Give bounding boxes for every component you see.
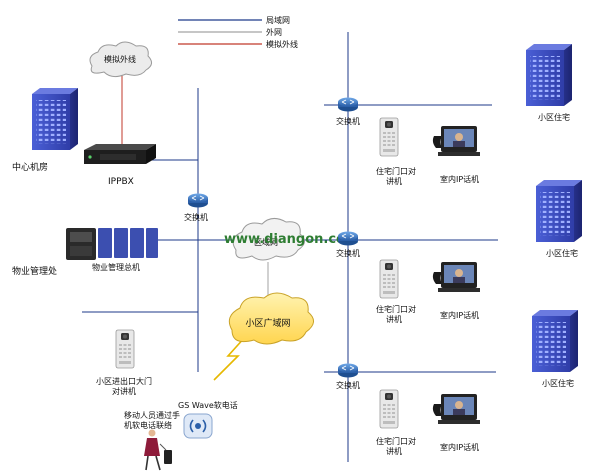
main-switch-label: 交换机 [184,212,208,222]
row3-indoor-label: 室内IP话机 [440,442,479,452]
residence-row-3: 交换机 住宅门口对 讲机 室内IP话机 小区住宅 [336,310,578,456]
central-room-label: 中心机房 [12,161,48,173]
row2-indoor-label: 室内IP话机 [440,310,479,320]
row1-indoor-label: 室内IP话机 [440,174,479,184]
row3-door-label-2: 讲机 [386,446,402,456]
legend: 局域网 外网 模拟外线 [178,15,298,49]
row3-switch-label: 交换机 [336,380,360,390]
row2-building-label: 小区住宅 [546,248,578,258]
row3-door-label-1: 住宅门口对 [376,436,416,446]
property-console-device [66,228,158,260]
row2-switch-icon [337,231,359,246]
legend-label-analog: 模拟外线 [266,39,298,49]
mobile-user-label-2: 机软电话联络 [124,420,172,430]
row2-switch-label: 交换机 [336,248,360,258]
analog-cloud-label: 模拟外线 [104,54,136,64]
wan-cloud-label: 小区广域网 [245,317,290,329]
row2-door-label-1: 住宅门口对 [376,304,416,314]
row2-door-intercom-icon [379,259,399,299]
community-cloud: 区域网 [232,218,305,261]
gs-wave-icon [183,413,213,439]
ippbx-label: IPPBX [108,177,134,187]
row3-door-intercom-icon [379,389,399,429]
community-cloud-label: 区域网 [254,237,278,247]
wireless-bolt [213,335,247,381]
property-console-label: 物业管理总机 [92,262,140,272]
row1-switch-label: 交换机 [336,116,360,126]
row3-building-icon [532,310,578,372]
row1-ip-phone-icon [432,126,480,156]
watermark: www.diangon.com [224,232,359,247]
row2-ip-phone-icon [432,262,480,292]
ippbx-device [84,144,156,164]
gate-intercom-icon [115,329,135,369]
gs-wave-label: GS Wave软电话 [178,400,238,410]
row1-door-label-2: 讲机 [386,176,402,186]
residence-row-2: 交换机 住宅门口对 讲机 室内IP话机 小区住宅 [336,180,582,324]
row1-door-intercom-icon [379,117,399,157]
legend-label-lan: 局域网 [266,15,290,25]
gate-station-label-2: 对讲机 [112,386,136,396]
central-server-icon [32,88,78,150]
row1-switch-icon [337,97,359,112]
row2-door-label-2: 讲机 [386,314,402,324]
mobile-user-label-1: 移动人员通过手 [124,410,180,420]
row3-switch-icon [337,363,359,378]
row2-building-icon [536,180,582,242]
row1-building-icon [526,44,572,106]
row3-building-label: 小区住宅 [542,378,574,388]
analog-cloud: 模拟外线 [89,41,152,78]
residence-row-1: 交换机 住宅门口对 讲机 室内IP话机 小区住宅 [336,44,572,186]
legend-label-external: 外网 [266,27,282,37]
mobile-user-figure [144,429,172,471]
wan-cloud: 小区广域网 [228,292,314,345]
row3-ip-phone-icon [432,394,480,424]
row1-door-label-1: 住宅门口对 [376,166,416,176]
main-switch-icon [187,193,209,208]
gate-station-label-1: 小区进出口大门 [96,376,152,386]
row1-building-label: 小区住宅 [538,112,570,122]
property-office-label: 物业管理处 [12,265,57,277]
